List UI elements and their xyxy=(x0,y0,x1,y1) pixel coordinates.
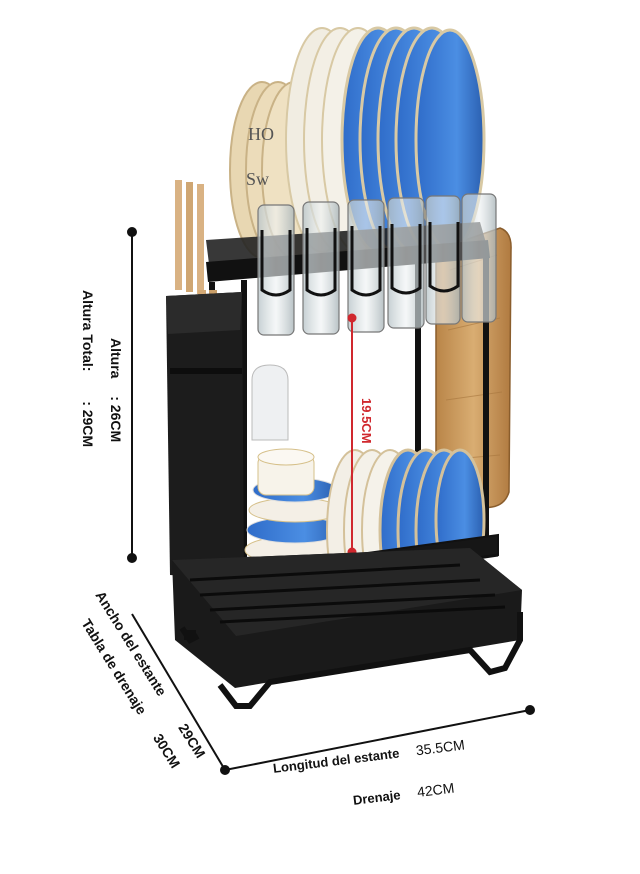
height-value: : 26CM xyxy=(108,396,124,443)
inner-height-label: 19.5CM xyxy=(359,398,374,444)
total-height-label: Altura Total: : 29CM xyxy=(80,290,96,447)
total-height-label-text: Altura Total: xyxy=(80,290,96,372)
cutlery-holder xyxy=(166,180,244,580)
total-height-value: : 29CM xyxy=(80,401,96,448)
small-cup xyxy=(251,364,289,441)
plates-top-row xyxy=(285,26,486,254)
height-label-text: Altura xyxy=(108,338,124,379)
tray-length-label: Drenaje xyxy=(352,787,402,808)
dimension-lines xyxy=(127,227,535,775)
cup-hooks xyxy=(260,222,460,297)
glasses xyxy=(257,193,497,336)
drain-tray xyxy=(172,548,523,709)
svg-text:HO: HO xyxy=(248,124,274,144)
tray-length-value: 42CM xyxy=(416,779,456,801)
svg-text:Sw: Sw xyxy=(246,169,269,189)
height-label: Altura : 26CM xyxy=(108,338,124,442)
